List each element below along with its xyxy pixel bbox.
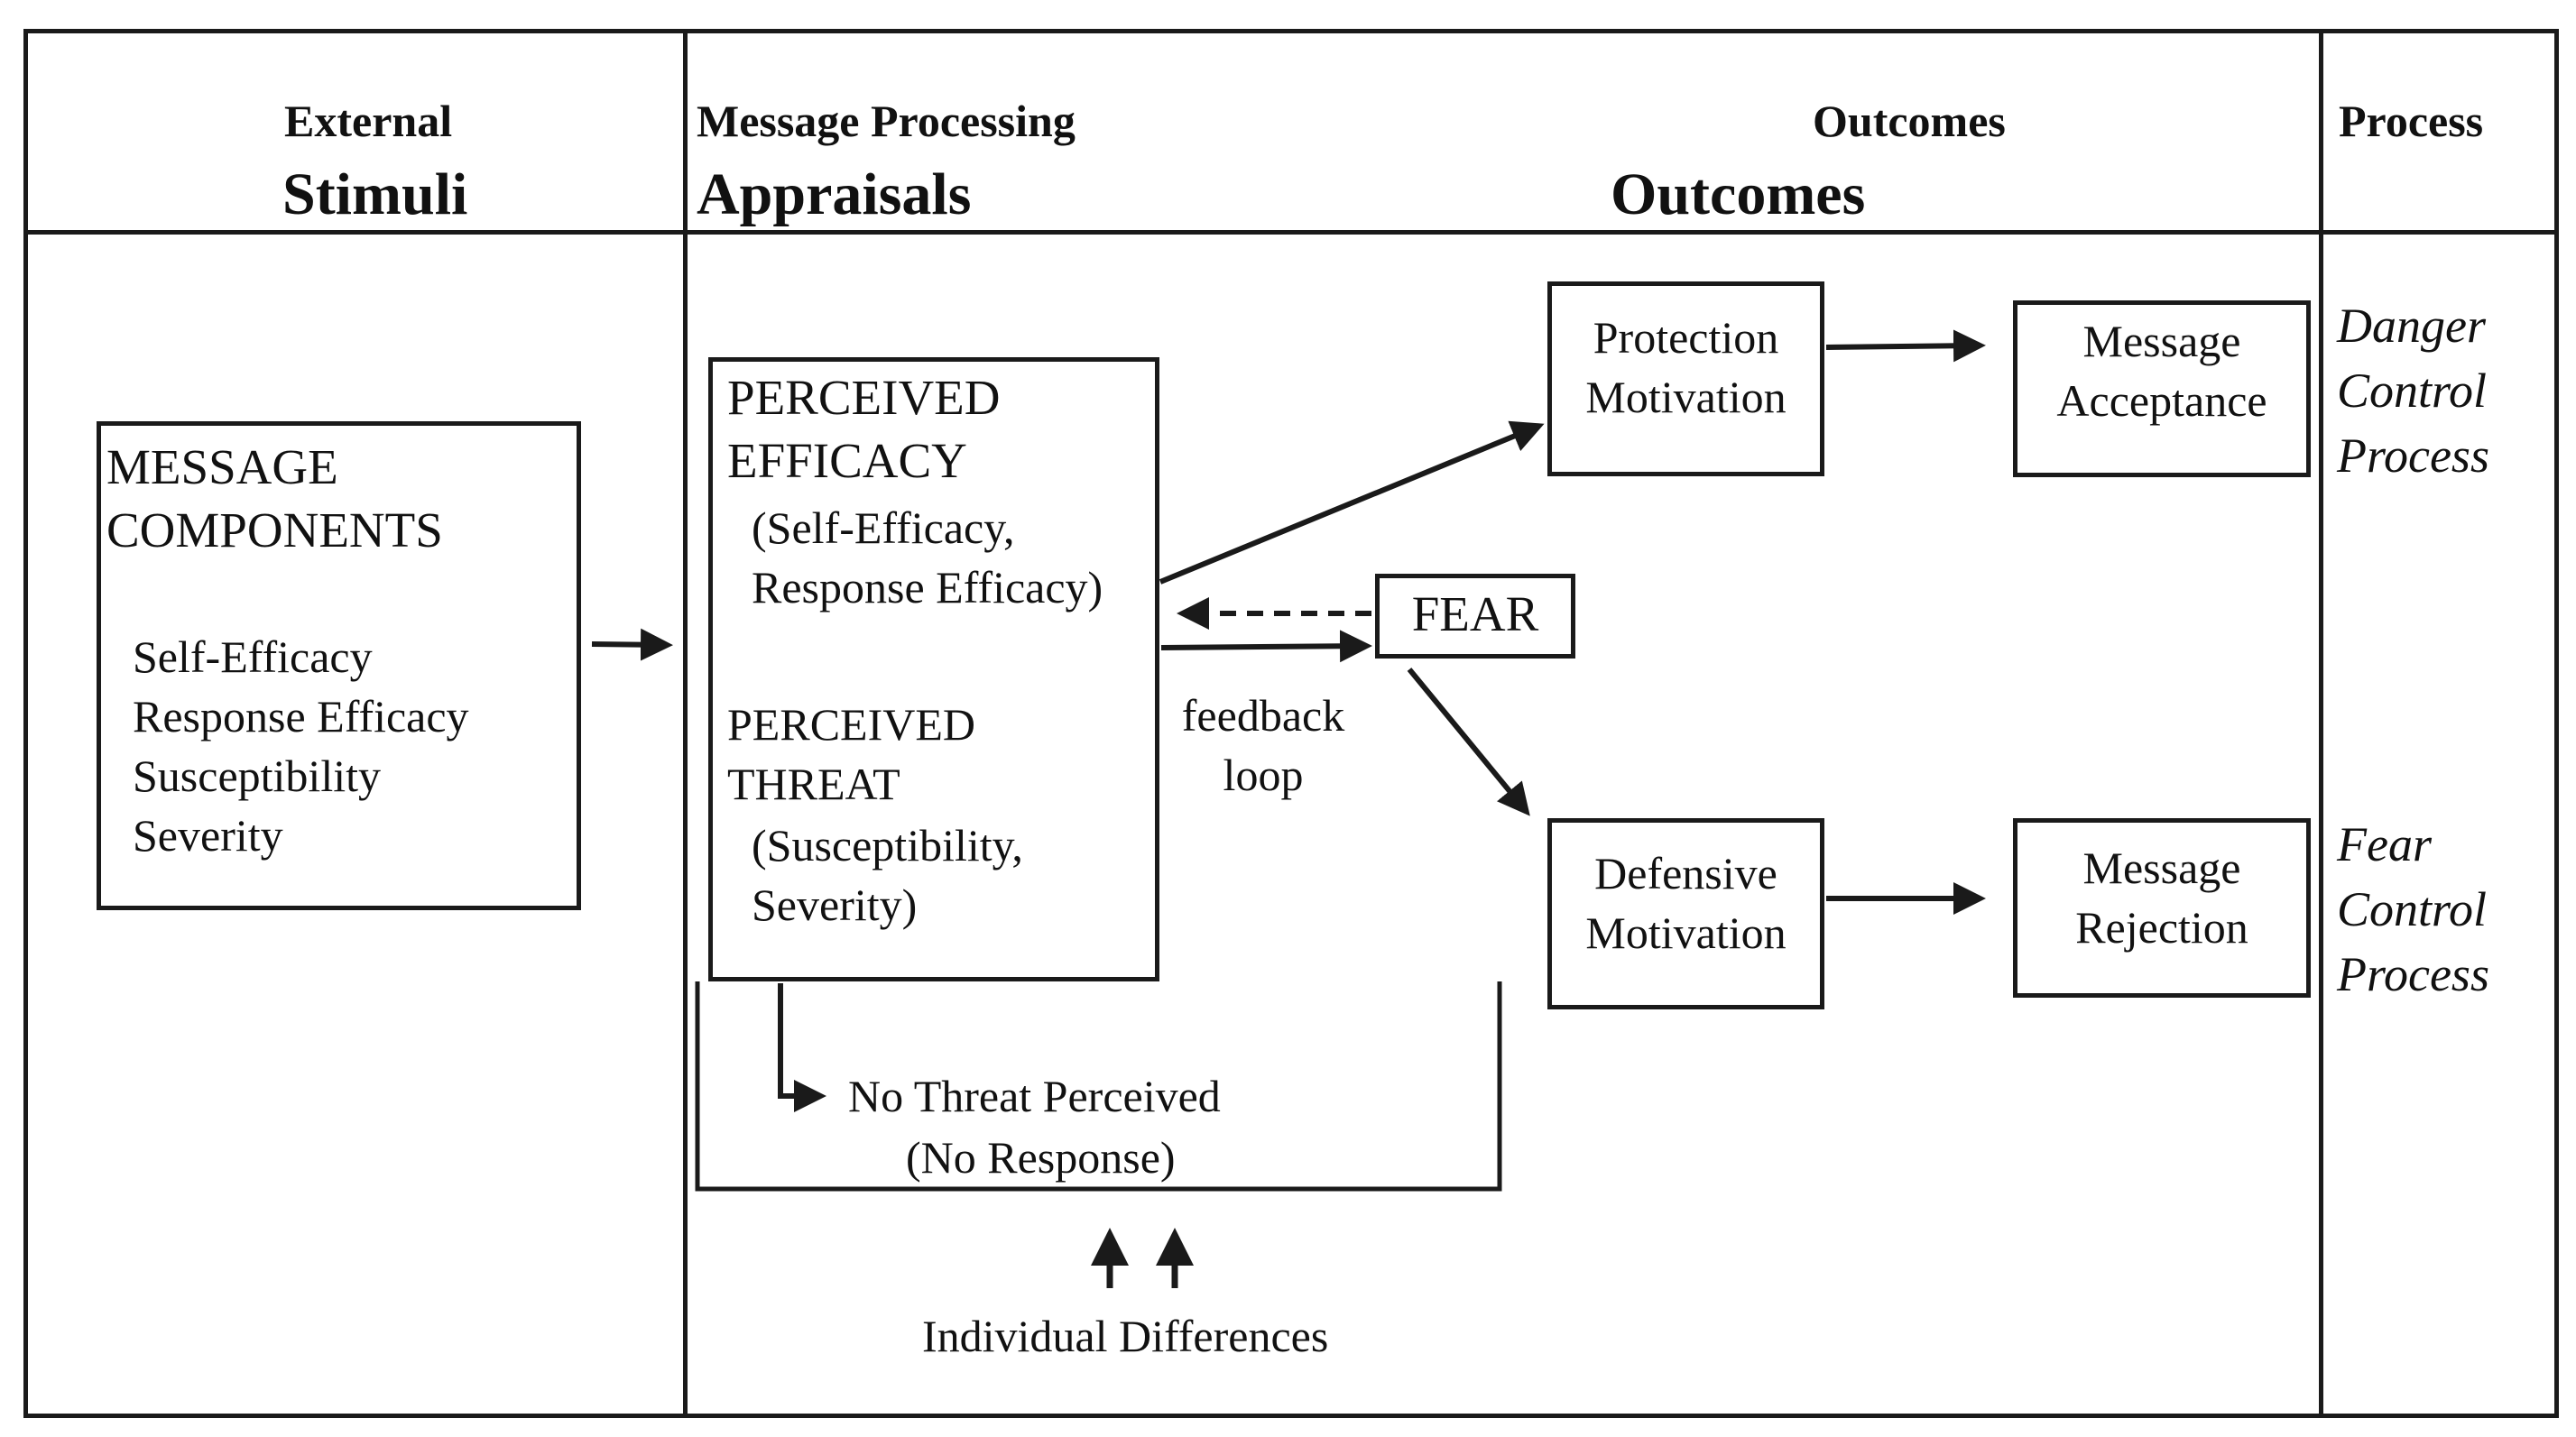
perceived-threat-title-1: PERCEIVED	[727, 699, 975, 750]
defensive-motivation-box	[1547, 818, 1824, 1009]
message-acceptance-box	[2013, 300, 2311, 477]
component-response-efficacy: Response Efficacy	[133, 691, 469, 742]
header-outcomes-big: Outcomes	[1611, 161, 1866, 227]
header-appraisals: Appraisals	[697, 161, 972, 227]
arrow-no-threat	[778, 983, 826, 1112]
perceived-efficacy-detail-1: (Self-Efficacy,	[752, 502, 1015, 553]
message-acceptance-2: Acceptance	[2056, 375, 2267, 426]
diagram-frame	[23, 29, 2559, 1418]
message-components-title-2: COMPONENTS	[106, 502, 443, 557]
header-message-processing: Message Processing	[697, 96, 1076, 146]
perceived-threat-title-2: THREAT	[727, 759, 900, 809]
fear-box	[1375, 574, 1575, 659]
individual-differences-bracket	[695, 981, 1502, 1192]
arrow-components-to-perceived	[591, 628, 673, 661]
feedback-label-1: feedback	[1181, 690, 1345, 741]
component-severity: Severity	[133, 810, 283, 861]
message-components-title-1: MESSAGE	[106, 439, 338, 494]
arrow-perceived-to-fear	[1160, 630, 1372, 663]
perceived-efficacy-title-1: PERCEIVED	[727, 370, 1001, 425]
header-external: External	[284, 96, 453, 146]
fear-label: FEAR	[1411, 586, 1539, 641]
arrow-fear-to-defensive	[1407, 668, 1530, 816]
message-rejection-2: Rejection	[2075, 902, 2248, 953]
protection-motivation-1: Protection	[1593, 312, 1779, 363]
perceived-efficacy-title-2: EFFICACY	[727, 433, 967, 488]
no-response: (No Response)	[906, 1132, 1176, 1183]
message-components-box	[97, 421, 581, 910]
header-outcomes-small: Outcomes	[1813, 96, 2006, 146]
defensive-motivation-2: Motivation	[1585, 907, 1787, 958]
header-stimuli: Stimuli	[282, 161, 468, 227]
perceived-threat-detail-2: Severity)	[752, 880, 918, 930]
fear-control-3: Process	[2337, 947, 2489, 1001]
perceived-box	[708, 357, 1159, 981]
component-susceptibility: Susceptibility	[133, 751, 381, 801]
protection-motivation-box	[1547, 281, 1824, 476]
defensive-motivation-1: Defensive	[1594, 848, 1777, 898]
column-divider-2	[2319, 29, 2323, 1418]
arrow-protection-to-acceptance	[1825, 329, 1986, 363]
fear-control-2: Control	[2337, 882, 2488, 936]
danger-control-2: Control	[2337, 364, 2488, 418]
danger-control-3: Process	[2337, 428, 2489, 483]
protection-motivation-2: Motivation	[1585, 372, 1787, 422]
feedback-label-2: loop	[1223, 750, 1304, 800]
header-process: Process	[2339, 96, 2484, 146]
perceived-threat-detail-1: (Susceptibility,	[752, 820, 1023, 870]
component-self-efficacy: Self-Efficacy	[133, 631, 373, 682]
arrow-perceived-to-protection	[1159, 420, 1545, 585]
danger-control-1: Danger	[2337, 299, 2486, 353]
fear-control-1: Fear	[2337, 817, 2432, 871]
perceived-efficacy-detail-2: Response Efficacy)	[752, 562, 1103, 613]
header-divider	[23, 230, 2559, 235]
column-divider-1	[683, 29, 688, 1418]
individual-differences: Individual Differences	[922, 1311, 1329, 1361]
message-rejection-1: Message	[2082, 843, 2241, 893]
no-threat-perceived: No Threat Perceived	[848, 1071, 1221, 1121]
message-rejection-box	[2013, 818, 2311, 998]
message-acceptance-1: Message	[2082, 316, 2241, 366]
